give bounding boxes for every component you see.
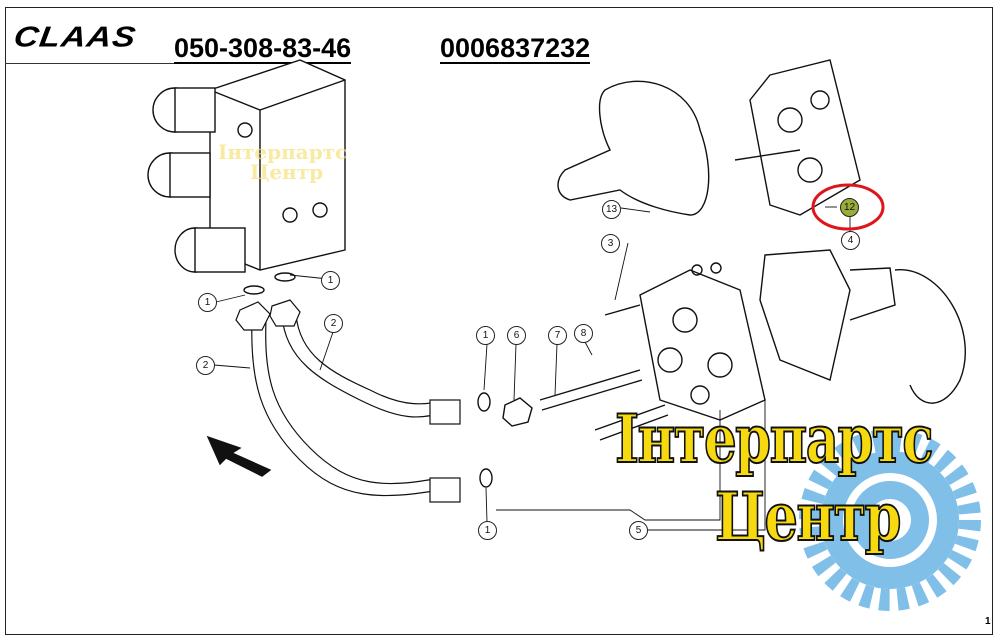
callout-5[interactable]: 5 [629,521,648,540]
watermark-small-line1: Інтерпартс [218,140,348,164]
callout-12[interactable]: 12 [840,198,859,217]
callout-2[interactable]: 2 [196,356,215,375]
watermark-line2: Центр [714,477,902,557]
callout-6[interactable]: 6 [507,326,526,345]
gear-watermark [799,429,981,611]
callout-3[interactable]: 3 [601,234,620,253]
part-number: 0006837232 [440,33,591,64]
gasket-4 [759,249,966,404]
leader-lines [213,206,851,531]
stud-bolt [477,369,669,488]
callout-1[interactable]: 1 [198,293,217,312]
diagram-frame [5,7,993,635]
phone-number: 050-308-83-46 [174,33,352,64]
highlight-circle [811,183,885,231]
callout-7[interactable]: 7 [548,326,567,345]
callout-13[interactable]: 13 [602,200,621,219]
divider [5,63,175,64]
callout-1[interactable]: 1 [321,271,340,290]
valve-block [147,59,346,295]
callout-2[interactable]: 2 [324,314,343,333]
watermark-small-line2: Центр [250,160,324,184]
callout-8[interactable]: 8 [574,324,593,343]
pump-housing [604,262,766,421]
page-number: 1 [985,616,991,627]
cover-13 [557,80,710,216]
hoses [235,299,461,503]
callout-4[interactable]: 4 [841,231,860,250]
watermark-line1: Інтерпартс [614,399,934,479]
direction-arrow [206,435,272,477]
callout-1[interactable]: 1 [478,521,497,540]
flange-assembly [734,59,861,216]
callout-1[interactable]: 1 [476,326,495,345]
